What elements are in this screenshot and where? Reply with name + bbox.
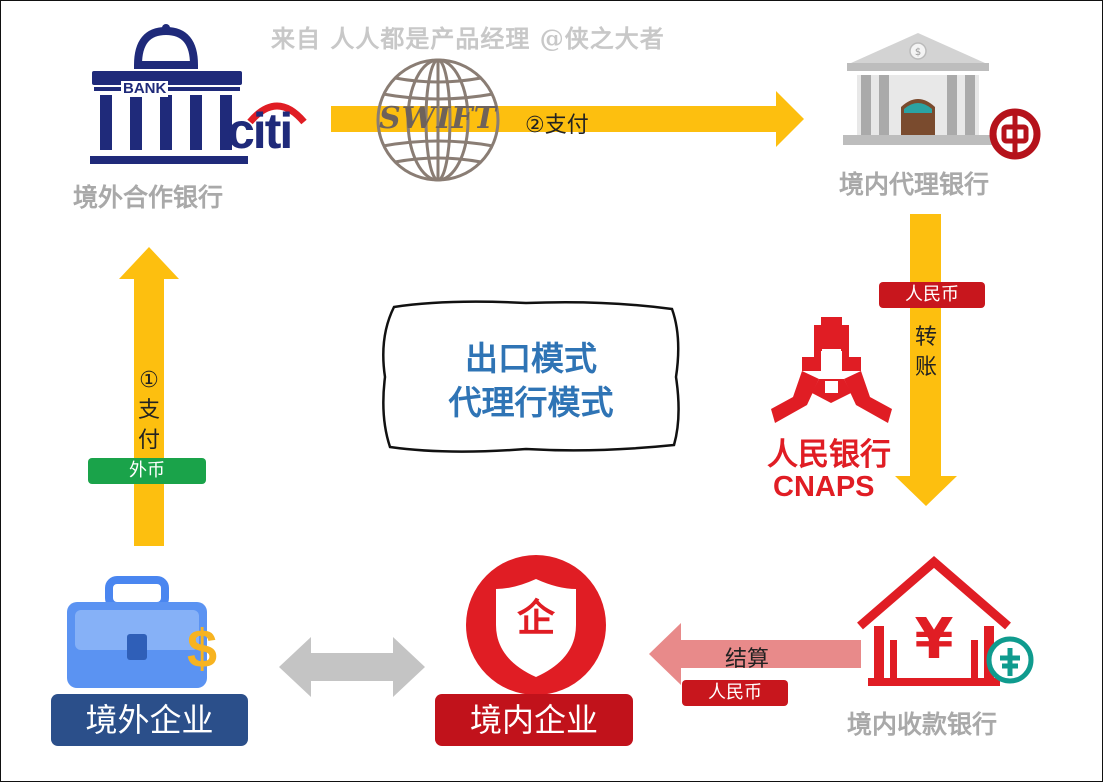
enterprise-shield-icon	[466, 555, 606, 695]
double-arrow	[279, 637, 425, 697]
center-title-line2: 代理行模式	[448, 383, 614, 422]
bank-sign-text: BANK	[121, 80, 169, 97]
bank-building-icon	[90, 24, 248, 164]
citi-arc-icon	[247, 102, 307, 125]
overseas-partner-bank-label: 境外合作银行	[73, 183, 224, 212]
step2-label: ②支付	[525, 113, 589, 138]
payment-arrow-top	[331, 91, 804, 147]
cnaps-label: CNAPS	[773, 471, 875, 503]
step1-char-1: 支	[137, 398, 160, 423]
transfer-label: 转 账	[913, 323, 939, 383]
dollar-sign-icon: $	[187, 619, 218, 679]
settle-currency-badge: 人民币	[682, 680, 788, 706]
bank-of-china-logo-icon	[989, 108, 1041, 160]
transfer-currency-badge: 人民币	[879, 282, 985, 308]
swift-text: SWIFT	[378, 101, 497, 136]
domestic-receiving-bank-label: 境内收款银行	[847, 710, 998, 739]
overseas-enterprise-label: 境外企业	[51, 694, 248, 746]
settle-arrow	[649, 623, 861, 685]
center-cloud-frame	[382, 300, 680, 453]
swift-globe-icon	[376, 58, 500, 182]
transfer-char-2: 账	[914, 355, 937, 380]
center-title-line1: 出口模式	[465, 339, 597, 378]
domestic-enterprise-label: 境内企业	[435, 694, 633, 746]
pboc-label: 人民银行	[767, 437, 891, 473]
yuan-symbol-icon: ¥	[914, 607, 954, 672]
briefcase-dollar-icon	[67, 576, 207, 688]
transfer-char-1: 转	[914, 325, 937, 350]
enterprise-char: 企	[516, 596, 555, 640]
step1-char-2: 付	[137, 428, 160, 453]
center-title: 出口模式 代理行模式	[376, 337, 686, 425]
watermark: 来自 人人都是产品经理 @侠之大者	[271, 24, 665, 53]
step1-label: ① 支 付	[136, 366, 162, 456]
domestic-agent-bank-label: 境内代理银行	[839, 170, 990, 199]
agent-bank-building-icon: $	[843, 33, 993, 145]
abc-bank-logo-icon	[986, 636, 1034, 684]
step1-number: ①	[139, 368, 159, 393]
step1-currency-badge: 外币	[88, 458, 206, 484]
settle-label: 结算	[725, 647, 770, 672]
svg-text:$: $	[915, 47, 921, 58]
pboc-logo-icon	[771, 317, 892, 423]
citi-logo-icon: citi	[227, 103, 293, 159]
